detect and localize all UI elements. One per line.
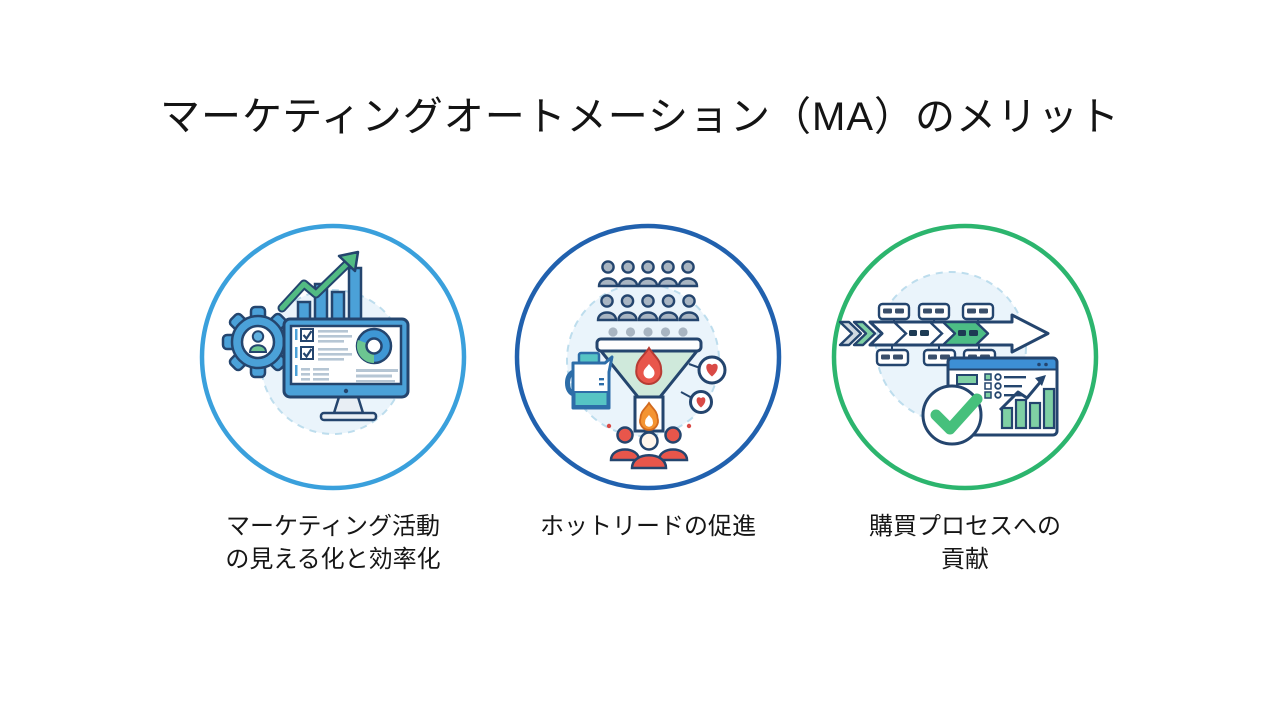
donut-chart-icon	[355, 327, 393, 365]
benefit-caption: 購買プロセスへの 貢献	[869, 510, 1061, 576]
heart-badge-icon	[680, 355, 727, 414]
benefit-item-purchase-process: 購買プロセスへの 貢献	[815, 222, 1115, 576]
caption-line: 購買プロセスへの	[869, 513, 1061, 540]
flame-small-icon	[639, 401, 659, 431]
caption-line: の見える化と効率化	[225, 546, 441, 573]
growth-bar-chart-icon	[998, 375, 1056, 430]
label-text-marks	[881, 354, 990, 360]
hot-leads-people-icon	[609, 426, 689, 470]
process-flow-arrow-icon	[838, 313, 1050, 354]
purchase-process-illustration	[831, 223, 1099, 491]
spark-dots	[606, 423, 692, 429]
text-lines	[301, 330, 398, 383]
dashboard-screen-content	[295, 327, 398, 383]
pitcher-icon	[565, 351, 614, 410]
checkbox-icon	[300, 328, 314, 360]
gear-icon	[221, 305, 295, 379]
caption-line: ホットリードの促進	[540, 513, 756, 540]
benefit-item-visualization: マーケティング活動 の見える化と効率化	[183, 222, 483, 576]
monitor-icon	[282, 317, 410, 422]
funnel-icon	[595, 337, 703, 433]
benefit-caption: マーケティング活動 の見える化と効率化	[225, 510, 440, 576]
marketing-dashboard-illustration	[199, 223, 467, 491]
flame-icon	[635, 346, 663, 385]
lead-funnel-illustration	[514, 223, 782, 491]
audience-heads-row	[608, 327, 688, 337]
label-text-marks	[883, 308, 988, 314]
person-icon	[248, 330, 268, 353]
process-step-labels-top	[877, 302, 995, 323]
caption-line: 貢献	[941, 546, 989, 573]
caption-line: マーケティング活動	[225, 513, 441, 540]
slide-title: マーケティングオートメーション（MA）のメリット	[160, 95, 1120, 139]
green-button	[956, 374, 978, 385]
benefit-item-hot-leads: ホットリードの促進	[498, 222, 798, 543]
checkmark-icon	[921, 384, 983, 446]
benefit-caption: ホットリードの促進	[540, 510, 756, 543]
stage-label-marks	[909, 330, 978, 336]
growth-arrow-icon	[277, 250, 360, 313]
